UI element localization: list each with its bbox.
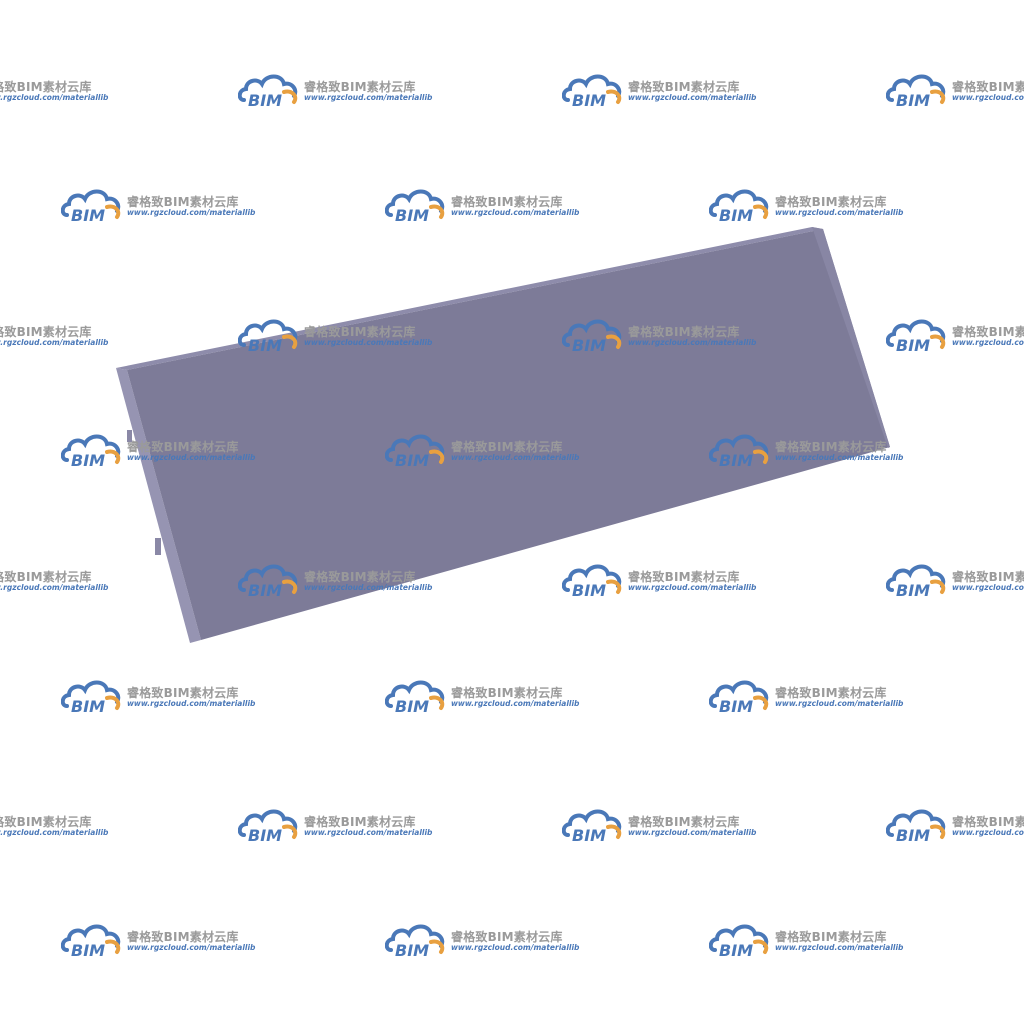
panel-right-edge bbox=[812, 227, 890, 448]
panel-tab-lower bbox=[155, 538, 161, 555]
panel-face bbox=[127, 229, 890, 640]
panel-left-edge bbox=[116, 368, 201, 643]
panel-tab-upper bbox=[127, 430, 132, 442]
